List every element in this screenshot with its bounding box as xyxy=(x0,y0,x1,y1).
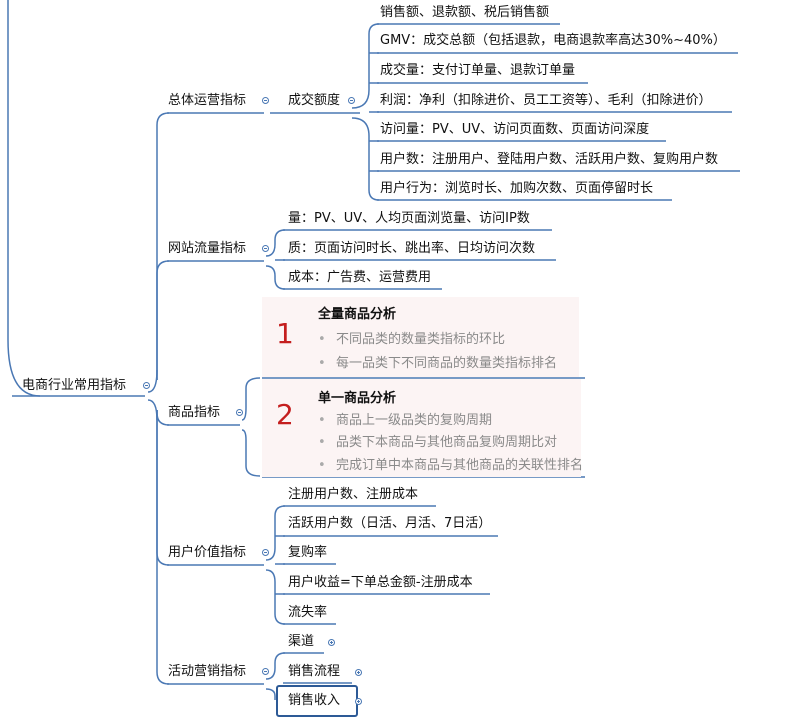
branch-marketing[interactable]: 活动营销指标 xyxy=(168,664,247,679)
collapse-branch-marketing-icon[interactable] xyxy=(262,668,269,675)
expand-sales-revenue-icon[interactable] xyxy=(355,698,362,705)
branch-connector xyxy=(156,260,170,380)
leaf-user-count[interactable]: 用户数：注册用户、登陆用户数、活跃用户数、复购用户数 xyxy=(380,152,719,167)
leaf-user-revenue[interactable]: 用户收益=下单总金额-注册成本 xyxy=(288,575,473,590)
panel-bullet: •品类下本商品与其他商品复购周期比对 xyxy=(318,435,558,450)
leaf-user-behavior[interactable]: 用户行为：浏览时长、加购次数、页面停留时长 xyxy=(380,181,654,196)
branch-connector xyxy=(156,410,170,685)
branch-traffic[interactable]: 网站流量指标 xyxy=(168,241,247,256)
panel-title: 单一商品分析 xyxy=(318,391,397,406)
collapse-branch-traffic-icon[interactable] xyxy=(262,245,269,252)
panel-number: 1 xyxy=(276,317,294,350)
leaf-traffic-cost[interactable]: 成本：广告费、运营费用 xyxy=(288,270,432,285)
panel-bullet: •每一品类下不同商品的数量类指标排名 xyxy=(318,356,558,371)
leaf-visits[interactable]: 访问量：PV、UV、访问页面数、页面访问深度 xyxy=(380,122,650,137)
leaf-active-users[interactable]: 活跃用户数（日活、月活、7日活） xyxy=(288,516,492,531)
collapse-root-icon[interactable] xyxy=(143,382,150,389)
panel-single-product-analysis[interactable]: 2 单一商品分析 •商品上一级品类的复购周期 •品类下本商品与其他商品复购周期比… xyxy=(262,379,584,477)
panel-bullet: •不同品类的数量类指标的环比 xyxy=(318,332,506,347)
leaf-gmv[interactable]: GMV：成交总额（包括退款，电商退款率高达30%~40%） xyxy=(380,33,726,48)
leaf-sales-revenue[interactable]: 销售收入 xyxy=(288,693,341,708)
panel-bullet: •商品上一级品类的复购周期 xyxy=(318,413,493,428)
panel-full-product-analysis[interactable]: 1 全量商品分析 •不同品类的数量类指标的环比 •每一品类下不同商品的数量类指标… xyxy=(262,297,579,377)
branch-overall-ops[interactable]: 总体运营指标 xyxy=(168,93,247,108)
collapse-branch-user-value-icon[interactable] xyxy=(262,549,269,556)
leaf-repurchase[interactable]: 复购率 xyxy=(288,545,328,560)
branch-connector xyxy=(156,410,170,566)
root-spine-curve-down xyxy=(147,399,158,421)
leaf-traffic-quality[interactable]: 质：页面访问时长、跳出率、日均访问次数 xyxy=(288,241,536,256)
collapse-branch-overall-icon[interactable] xyxy=(262,97,269,104)
panel-connector xyxy=(241,377,261,421)
leaf-traffic-quantity[interactable]: 量：PV、UV、人均页面浏览量、访问IP数 xyxy=(288,211,530,226)
panel-connector xyxy=(241,429,261,477)
panel-number: 2 xyxy=(276,398,294,431)
panel-bullet: •完成订单中本商品与其他商品的关联性排名 xyxy=(318,458,584,473)
leaf-connector xyxy=(265,265,286,290)
collapse-branch-product-icon[interactable] xyxy=(236,409,243,416)
leaf-connector xyxy=(265,505,286,561)
leaf-register[interactable]: 注册用户数、注册成本 xyxy=(288,487,419,502)
leaf-connector xyxy=(265,569,286,625)
leaf-sales-process[interactable]: 销售流程 xyxy=(288,664,341,679)
node-deal-amount[interactable]: 成交额度 xyxy=(288,93,341,108)
leaf-profit[interactable]: 利润：净利（扣除进价、员工工资等）、毛利（扣除进价） xyxy=(380,93,712,108)
leaf-connector xyxy=(351,117,380,201)
leaf-deal-volume[interactable]: 成交量：支付订单量、退款订单量 xyxy=(380,63,576,78)
leaf-connector xyxy=(265,688,276,700)
collapse-deal-amount-icon[interactable] xyxy=(348,97,355,104)
root-spine-curve-up xyxy=(147,369,158,393)
leaf-connector xyxy=(351,23,380,109)
leaf-connector xyxy=(265,652,286,680)
expand-channel-icon[interactable] xyxy=(328,639,335,646)
leaf-sales[interactable]: 销售额、退款额、税后销售额 xyxy=(380,5,550,20)
leaf-churn[interactable]: 流失率 xyxy=(288,605,328,620)
leaf-channel[interactable]: 渠道 xyxy=(288,634,315,649)
branch-product[interactable]: 商品指标 xyxy=(168,405,221,420)
panel-title: 全量商品分析 xyxy=(318,307,397,322)
expand-sales-process-icon[interactable] xyxy=(355,669,362,676)
branch-user-value[interactable]: 用户价值指标 xyxy=(168,545,247,560)
leaf-connector xyxy=(265,229,286,257)
branch-connector xyxy=(156,112,170,380)
root-node-label[interactable]: 电商行业常用指标 xyxy=(22,378,127,393)
